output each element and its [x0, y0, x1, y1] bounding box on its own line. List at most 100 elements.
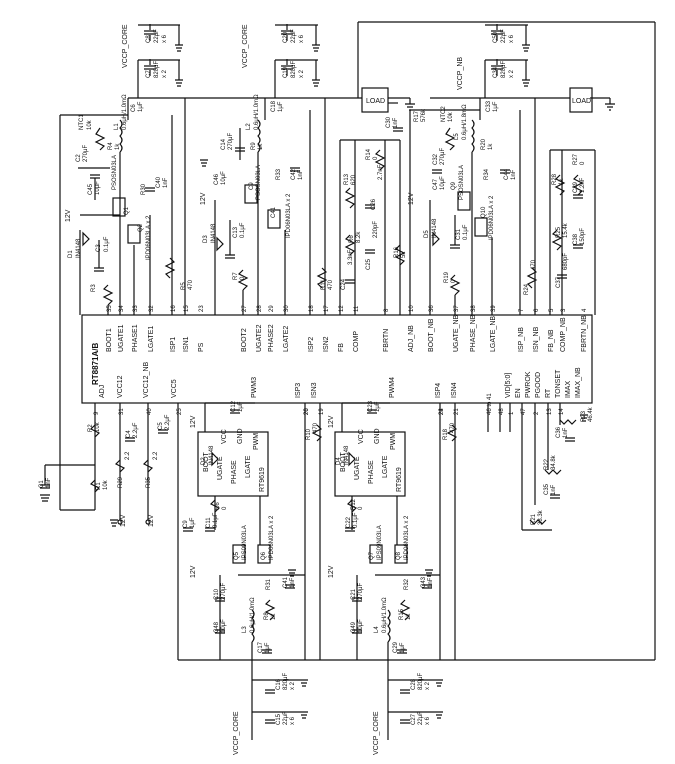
component-label: 270μF — [221, 583, 227, 600]
component-label: 470 — [328, 279, 334, 290]
component-label: 22μF — [291, 29, 297, 43]
chip-pin-num: 18 — [309, 305, 315, 312]
chip-pin-name: PHASE2 — [268, 324, 275, 352]
chip-pin-name: PHASE1 — [132, 324, 139, 352]
component-label: C35 — [544, 483, 550, 495]
chip-pin-name: ISP2 — [308, 337, 315, 352]
component-label: 1nF — [551, 484, 557, 495]
vccp-core-top1: VCCP_CORE — [122, 24, 129, 68]
component-label: 270μF — [358, 583, 364, 600]
component-label: 820μF — [154, 61, 160, 78]
component-label: 22μF — [283, 711, 289, 725]
driver-pin-label: VCC — [358, 429, 365, 444]
component-label: D5 — [424, 230, 430, 238]
component-label: 820μF — [291, 61, 297, 78]
chip-pin-num: 16 — [171, 305, 177, 312]
component-label: IN4148 — [76, 238, 82, 258]
chip-pin-name: IMAX — [565, 381, 572, 398]
component-label: 22μF — [418, 711, 424, 725]
v12-label-5: 12V — [148, 514, 155, 527]
component-label: 1nF — [393, 117, 399, 128]
component-label: R8 — [264, 612, 270, 620]
component-label: C23 — [368, 400, 374, 412]
component-label: C39 — [573, 181, 579, 193]
component-label: C27 — [411, 713, 417, 725]
component-label: R14 — [366, 148, 372, 160]
chip-pin-name: VCC12 — [117, 375, 124, 398]
component-label: IPD06N03LA x 2 — [489, 195, 495, 240]
component-label: 0.1μF — [353, 512, 359, 528]
chip-pin-name: PS — [198, 342, 205, 352]
component-label: x 2 — [509, 69, 515, 78]
component-label: R6 — [215, 502, 221, 510]
chip-pin-num: 36 — [429, 305, 435, 312]
component-label: 576k — [421, 108, 427, 122]
driver-pin-label: LGATE — [245, 455, 252, 478]
component-label: IPD06N03LA x 2 — [286, 193, 292, 238]
chip-pin-num: 22 — [439, 408, 445, 415]
component-label: 1nF — [563, 427, 569, 438]
chip-pin-name: ADJ — [99, 385, 106, 398]
chip-pin-num: 29 — [269, 305, 275, 312]
component-label: 1μF — [138, 101, 144, 112]
component-label: C13 — [233, 226, 239, 238]
component-label: IPD06N03LA x 2 — [269, 515, 275, 560]
component-label: D3 — [203, 235, 209, 243]
component-label: 270μF — [228, 133, 234, 150]
nb-stage — [409, 98, 596, 315]
component-label: 1nF — [298, 169, 304, 180]
component-label: C28 — [411, 678, 417, 690]
component-label: 270μF — [440, 148, 446, 165]
component-label: C44 — [504, 168, 510, 180]
component-label: 22μF — [501, 29, 507, 43]
component-label: C45 — [88, 183, 94, 195]
component-label: 470 — [313, 422, 319, 433]
chip-pin-num: 21 — [454, 408, 460, 415]
component-label: C38 — [573, 233, 579, 245]
chip-pin-num: 35 — [107, 305, 113, 312]
component-label: C42 — [291, 168, 297, 180]
component-label: x 6 — [509, 34, 515, 43]
component-label: Q8 — [396, 551, 402, 560]
component-label: C31 — [456, 228, 462, 240]
component-label: C12 — [231, 400, 237, 412]
component-label: 1nF — [428, 577, 434, 588]
chip-pin-num: 38 — [471, 305, 477, 312]
driver-name: RT9619 — [259, 467, 266, 492]
bias-network — [40, 403, 193, 660]
chip-pin-num: 26 — [304, 408, 310, 415]
component-label: 0 — [451, 279, 457, 283]
chip-pin-name: RT — [545, 388, 552, 398]
component-label: C29 — [393, 641, 399, 653]
chip-pin-name: COMP_NB — [560, 317, 567, 352]
chip-pin-num: 28 — [257, 305, 263, 312]
component-label: IN4148 — [432, 218, 438, 238]
component-label: 1μF — [238, 401, 244, 412]
chip-pin-name: ISP1 — [170, 337, 177, 352]
component-label: x 2 — [162, 69, 168, 78]
component-label: C3 — [96, 244, 102, 252]
component-label: 0 — [358, 506, 364, 510]
chip-pin-num: 25 — [177, 408, 183, 415]
component-label: R34 — [484, 168, 490, 180]
component-label: IPD06N03LA x 2 — [146, 215, 152, 260]
chip-pin-name: UGATE2 — [256, 324, 263, 352]
chip-pin-num: 3 — [561, 308, 567, 312]
component-label: R31 — [266, 578, 272, 590]
chip-pin-num: 30 — [284, 305, 290, 312]
component-label: 0.6μH/1.0mΩ — [254, 94, 260, 130]
component-label: C19 — [283, 66, 289, 78]
component-label: 15.4k — [563, 222, 569, 238]
component-label: 470 — [188, 279, 194, 290]
chip-pin-name: VID[5:0] — [505, 373, 512, 398]
component-label: 10k — [448, 111, 454, 122]
chip-pin-name: ISN2 — [323, 336, 330, 352]
driver-pin-label: GND — [374, 428, 381, 444]
driver-pin-label: PHASE — [368, 460, 375, 484]
component-label: C11 — [206, 517, 212, 528]
vccp-core-bottom1: VCCP_CORE — [233, 711, 240, 755]
chip-pin-num: 11 — [354, 305, 360, 312]
chip-pin-name: ISP4 — [435, 383, 442, 398]
component-label: R4 — [108, 142, 114, 150]
component-label: C40 — [156, 176, 162, 188]
